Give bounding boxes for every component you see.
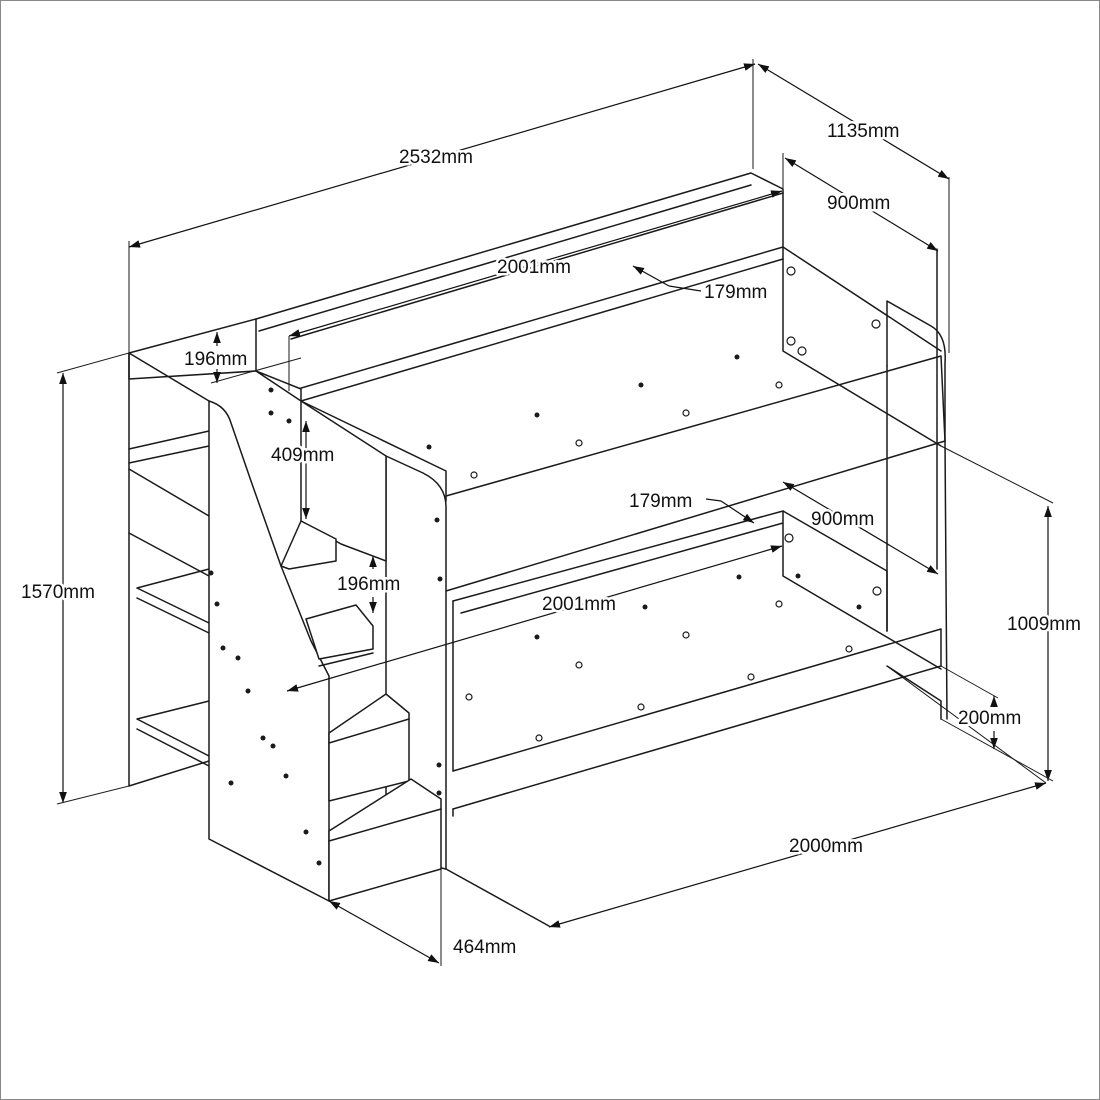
dim-line-2001-upper	[288, 190, 783, 337]
dim-line-900-lower	[782, 481, 939, 575]
fixing-hole	[845, 645, 853, 653]
dim-line-179-upper	[632, 265, 670, 287]
fixing-hole	[784, 533, 794, 543]
label-lower-length: 2000mm	[789, 836, 863, 857]
bed-structure	[128, 172, 948, 927]
extension-line	[210, 357, 302, 384]
stair-step-3	[328, 693, 410, 802]
fixing-hole	[470, 471, 478, 479]
fixing-hole	[575, 661, 583, 669]
dim-line-179-lower	[720, 500, 755, 524]
fixing-hole	[786, 336, 796, 346]
label-upper-guard-height: 409mm	[271, 445, 334, 466]
upper-platform-top	[290, 246, 942, 402]
front-post-base	[445, 868, 550, 927]
dim-line-2532	[128, 63, 756, 248]
fixing-bolt	[795, 573, 801, 579]
label-step-rise: 196mm	[337, 574, 400, 595]
extension-line	[56, 352, 130, 374]
fixing-bolt	[303, 829, 309, 835]
extension-line	[56, 785, 130, 805]
fixing-bolt	[436, 762, 442, 768]
lower-back-rail	[452, 510, 942, 670]
fixing-bolt	[736, 574, 742, 580]
right-corner-post	[886, 248, 948, 720]
fixing-bolt	[214, 601, 220, 607]
fixing-bolt	[436, 790, 442, 796]
extension-line	[940, 445, 1054, 504]
fixing-bolt	[434, 517, 440, 523]
label-lower-mattress-length: 2001mm	[542, 594, 616, 615]
fixing-bolt	[220, 645, 226, 651]
label-upper-mattress-length: 2001mm	[497, 257, 571, 278]
fixing-hole	[637, 703, 645, 711]
extension-line	[940, 665, 999, 699]
stair-step-4	[328, 778, 442, 902]
label-lower-rail-height: 179mm	[629, 491, 692, 512]
stair-stringer	[208, 400, 330, 902]
label-stair-depth: 464mm	[453, 937, 516, 958]
shelf-unit-outer	[128, 352, 210, 787]
fixing-bolt	[437, 576, 443, 582]
fixing-bolt	[316, 860, 322, 866]
fixing-bolt	[426, 444, 432, 450]
dim-line-900-upper	[784, 157, 939, 252]
fixing-bolt	[260, 735, 266, 741]
label-headboard-rail: 196mm	[184, 349, 247, 370]
label-overall-depth: 1135mm	[827, 121, 900, 142]
fixing-bolt	[642, 604, 648, 610]
fixing-hole	[775, 381, 783, 389]
fixing-hole	[575, 439, 583, 447]
label-lower-inner-width: 900mm	[811, 509, 874, 530]
upper-front-rail-top	[300, 400, 447, 502]
fixing-bolt	[268, 387, 274, 393]
label-overall-length: 2532mm	[399, 147, 473, 168]
dim-line-464	[328, 900, 440, 964]
fixing-bolt	[734, 354, 740, 360]
stair-step-2	[305, 604, 374, 660]
label-upper-rail-height: 179mm	[704, 282, 767, 303]
fixing-hole	[747, 673, 755, 681]
fixing-bolt	[534, 634, 540, 640]
fixing-hole	[535, 734, 543, 742]
fixing-bolt	[283, 773, 289, 779]
dimension-lines	[56, 59, 1054, 966]
shelf-boards	[128, 430, 210, 767]
fixing-hole	[682, 631, 690, 639]
fixing-hole	[786, 266, 796, 276]
fixing-hole	[797, 346, 807, 356]
label-upper-inner-width: 900mm	[827, 193, 890, 214]
fixing-bolt	[228, 780, 234, 786]
dim-line-2001-lower	[286, 545, 783, 692]
label-lower-clearance: 200mm	[958, 708, 1021, 729]
fixing-hole	[465, 693, 473, 701]
dim-line-2000	[548, 782, 1047, 928]
fixing-bolt	[208, 570, 214, 576]
extension-line	[886, 665, 1047, 784]
upper-end-panel	[782, 246, 946, 447]
leader-line	[705, 498, 722, 502]
fixing-bolt	[856, 604, 862, 610]
fixing-hole	[871, 319, 881, 329]
leader-line	[668, 285, 702, 292]
label-lower-height: 1009mm	[1007, 614, 1081, 635]
fixing-bolt	[270, 743, 276, 749]
lower-base	[452, 665, 942, 817]
fixing-bolt	[245, 688, 251, 694]
fixing-hole	[872, 586, 882, 596]
dimension-labels: 2532mm 1135mm 900mm 2001mm 179mm 196mm 4…	[19, 119, 1084, 961]
fixing-bolt	[286, 418, 292, 424]
upper-front-rail	[445, 355, 946, 592]
lower-front-rail	[452, 628, 942, 810]
fixing-hole	[682, 409, 690, 417]
fixing-bolt	[534, 412, 540, 418]
fixing-bolt	[638, 382, 644, 388]
fixing-hole	[775, 600, 783, 608]
fixing-bolt	[268, 410, 274, 416]
label-overall-height: 1570mm	[21, 582, 95, 603]
extension-line	[940, 718, 1054, 782]
fixing-bolt	[235, 655, 241, 661]
